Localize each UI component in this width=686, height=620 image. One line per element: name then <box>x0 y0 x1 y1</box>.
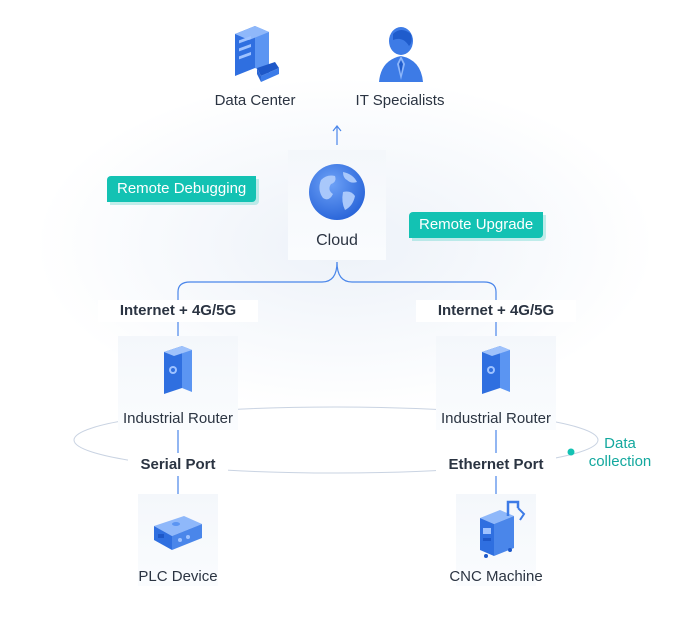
data-collection-label: Data collection <box>580 435 660 471</box>
router-icon <box>160 344 196 394</box>
serial-port-label: Serial Port <box>128 454 228 476</box>
left-router-label: Industrial Router <box>122 410 234 427</box>
ethernet-port-label: Ethernet Port <box>436 454 556 476</box>
server-icon <box>229 24 281 84</box>
it-specialists-label: IT Specialists <box>355 92 445 109</box>
plc-device-label: PLC Device <box>138 568 218 585</box>
globe-icon <box>307 162 367 222</box>
collection-ring <box>73 406 599 474</box>
remote-debugging-tag: Remote Debugging <box>107 176 257 202</box>
cnc-machine-label: CNC Machine <box>449 568 543 585</box>
cnc-machine-icon <box>474 498 530 560</box>
cloud-label: Cloud <box>316 232 358 249</box>
left-internet-label: Internet + 4G/5G <box>98 300 258 322</box>
right-internet-label: Internet + 4G/5G <box>416 300 576 322</box>
remote-upgrade-tag: Remote Upgrade <box>409 212 544 238</box>
person-icon <box>373 24 429 84</box>
data-collection-line2: collection <box>588 453 652 470</box>
right-router-label: Industrial Router <box>440 410 552 427</box>
data-center-label: Data Center <box>214 92 296 109</box>
data-collection-line1: Data <box>604 435 636 452</box>
router-icon <box>478 344 514 394</box>
plc-device-icon <box>150 510 206 554</box>
